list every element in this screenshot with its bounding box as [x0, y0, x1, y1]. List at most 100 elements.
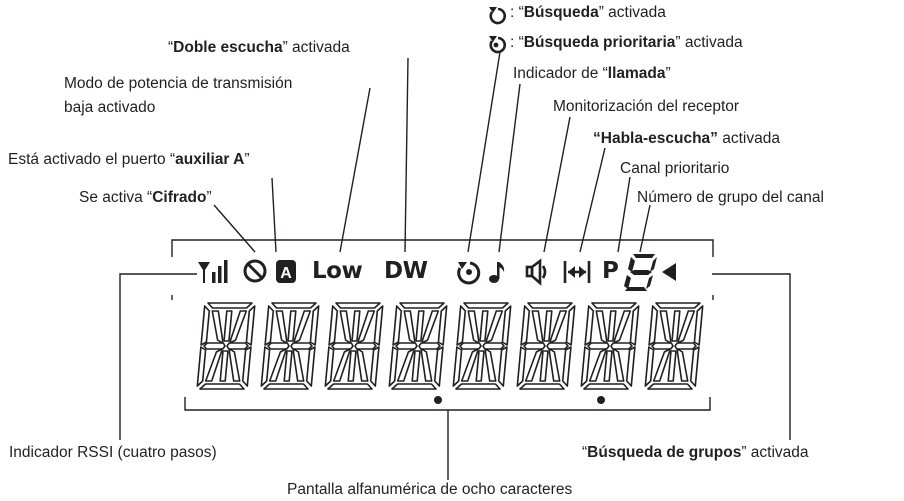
- display-segment: [420, 348, 433, 382]
- scan-icon: [489, 7, 507, 25]
- display-segment: [652, 348, 671, 382]
- display-segment: [561, 346, 572, 387]
- speaker-monitor-icon: [525, 258, 547, 286]
- display-segment: [267, 342, 290, 350]
- display-segment: [369, 346, 380, 387]
- display-character: [324, 302, 384, 390]
- display-segment: [392, 305, 403, 346]
- display-segment: [328, 305, 339, 346]
- display-segment: [433, 346, 444, 387]
- leader-grupo-canal: [639, 204, 651, 253]
- display-segment: [241, 346, 252, 387]
- display-character: [388, 302, 448, 390]
- display-segment: [484, 348, 497, 382]
- display-segment: [565, 305, 576, 346]
- label-busqueda-prioritaria: : “Búsqueda prioritaria” activada: [510, 34, 743, 51]
- leader-rssi: [119, 273, 197, 440]
- leader-doble-escucha: [404, 57, 409, 253]
- display-segment: [475, 350, 485, 382]
- display-segment: [655, 302, 701, 309]
- display-segment: [588, 348, 607, 382]
- display-segment: [584, 305, 595, 346]
- display-segment: [485, 310, 504, 344]
- display-segment: [689, 346, 700, 387]
- display-segment: [644, 346, 655, 387]
- display-segment: [543, 310, 553, 342]
- display-segment: [356, 348, 369, 382]
- display-segment: [415, 310, 425, 342]
- display-segment: [357, 310, 376, 344]
- display-segment: [659, 310, 672, 344]
- display-character: [452, 302, 512, 390]
- group-digit-icon: [624, 254, 657, 291]
- display-segment: [607, 310, 617, 342]
- display-segment: [396, 348, 415, 382]
- display-segment: [610, 342, 633, 350]
- display-segment: [196, 346, 207, 387]
- label-canal-prioritario: Canal prioritario: [620, 160, 730, 177]
- display-segment: [211, 310, 224, 344]
- display-segment: [580, 346, 591, 387]
- display-segment: [651, 342, 674, 350]
- display-segment: [391, 383, 437, 390]
- display-segment: [324, 346, 335, 387]
- display-segment: [629, 305, 640, 346]
- display-segment: [290, 342, 313, 350]
- display-segment: [418, 342, 441, 350]
- display-segment: [200, 305, 211, 346]
- display-segment: [339, 310, 352, 344]
- label-auxiliar: Está activado el puerto “auxiliar A”: [8, 151, 250, 168]
- display-segment: [583, 383, 629, 390]
- display-segment: [229, 310, 248, 344]
- display-segment: [647, 383, 693, 390]
- talkaround-icon: [563, 261, 591, 283]
- leader-canal-prioritario: [617, 176, 631, 253]
- dual-watch-icon: DW: [384, 258, 428, 284]
- leader-busqueda-grupos: [712, 273, 791, 440]
- display-segment: [263, 383, 309, 390]
- display-segment: [497, 346, 508, 387]
- display-segment: [674, 342, 697, 350]
- display-segment: [287, 310, 297, 342]
- leader-potencia: [339, 87, 371, 253]
- label-doble-escucha: “Doble escucha” activada: [168, 39, 350, 56]
- display-segment: [595, 310, 608, 344]
- display-segment: [459, 342, 482, 350]
- encryption-icon: [243, 259, 267, 283]
- display-segment: [268, 348, 287, 382]
- priority-scan-small-icon: [489, 36, 507, 54]
- display-segment: [411, 350, 421, 382]
- bottom-bracket: [184, 397, 711, 411]
- display-segment: [421, 310, 440, 344]
- display-segment: [539, 350, 549, 382]
- label-busqueda: : “Búsqueda” activada: [510, 4, 666, 21]
- label-rssi: Indicador RSSI (cuatro pasos): [9, 444, 217, 461]
- display-segment: [671, 310, 681, 342]
- display-segment: [603, 350, 613, 382]
- display-segment: [467, 310, 480, 344]
- leader-habla-escucha: [579, 147, 606, 253]
- display-segment: [207, 302, 253, 309]
- display-segment: [271, 302, 317, 309]
- display-segment: [460, 348, 479, 382]
- display-segment: [455, 383, 501, 390]
- display-segment: [327, 383, 373, 390]
- decimal-point: [597, 396, 605, 404]
- display-segment: [591, 302, 637, 309]
- lcd-frame-sides: [171, 295, 714, 300]
- display-segment: [403, 310, 416, 344]
- display-segment: [395, 342, 418, 350]
- decimal-point: [434, 396, 442, 404]
- label-grupo-canal: Número de grupo del canal: [637, 189, 824, 206]
- display-segment: [245, 305, 256, 346]
- display-segment: [204, 348, 223, 382]
- rssi-bars-icon: [198, 260, 228, 283]
- label-busqueda-grupos: “Búsqueda de grupos” activada: [582, 444, 809, 461]
- display-segment: [456, 305, 467, 346]
- display-segment: [546, 342, 569, 350]
- display-segment: [293, 310, 312, 344]
- display-segment: [676, 348, 689, 382]
- display-segment: [203, 342, 226, 350]
- leader-llamada: [498, 83, 521, 253]
